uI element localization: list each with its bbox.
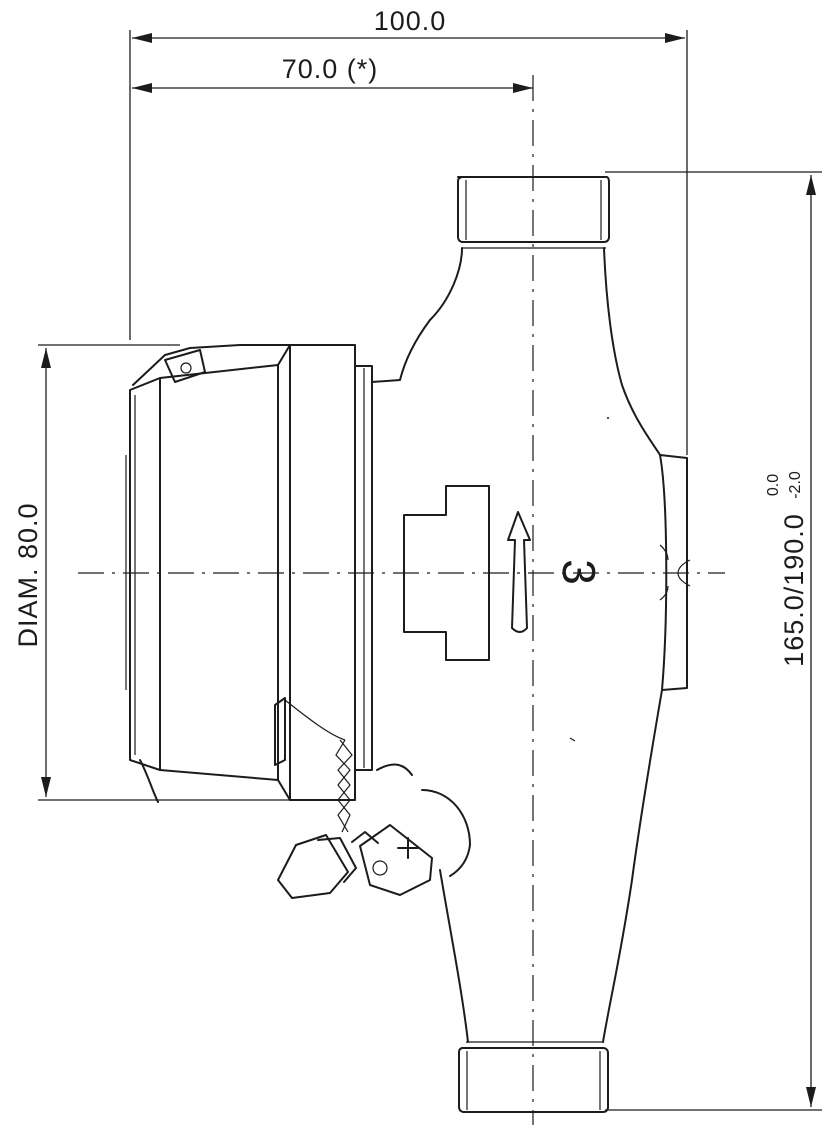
dimension-center-offset: 70.0 (*) bbox=[132, 54, 533, 93]
flow-arrow-icon bbox=[507, 511, 531, 633]
dimension-register-diameter: DIAM. 80.0 bbox=[13, 344, 290, 801]
register-diameter-label: DIAM. 80.0 bbox=[13, 502, 43, 647]
center-lines bbox=[78, 75, 725, 1125]
dimension-length: 165.0/190.0 0.0 -2.0 bbox=[605, 171, 822, 1111]
meter-body bbox=[371, 176, 691, 1113]
flow-window bbox=[403, 485, 490, 661]
dimension-overall-width: 100.0 bbox=[129, 6, 688, 455]
length-tolerance-upper: 0.0 bbox=[765, 474, 782, 496]
length-label: 165.0/190.0 bbox=[779, 513, 809, 667]
register-housing bbox=[125, 344, 373, 803]
stray-marks bbox=[569, 417, 609, 742]
body-marking: 3 bbox=[553, 559, 605, 585]
length-tolerance-lower: -2.0 bbox=[787, 471, 804, 499]
seal-assembly bbox=[277, 699, 471, 899]
overall-width-label: 100.0 bbox=[374, 6, 447, 36]
center-offset-label: 70.0 (*) bbox=[282, 54, 379, 84]
